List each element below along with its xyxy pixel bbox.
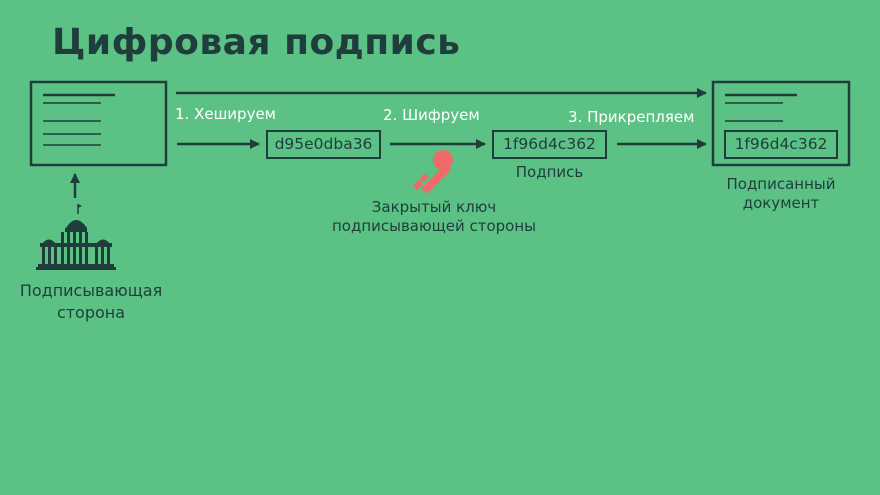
- signing-party-label: Подписывающая сторона: [19, 281, 163, 322]
- hash-value-box: d95e0dba36: [266, 130, 381, 159]
- attached-signature-box: 1f96d4c362: [724, 130, 838, 159]
- step-hash-label: 1. Хешируем: [175, 105, 277, 123]
- source-document-icon: [29, 80, 168, 167]
- private-key-label: Закрытый ключ подписывающей стороны: [331, 198, 537, 235]
- step-attach-label: 3. Прикрепляем: [568, 108, 695, 126]
- government-building-icon: [36, 204, 116, 270]
- signed-document-label: Подписанный документ: [726, 175, 836, 212]
- signature-value-box: 1f96d4c362: [492, 130, 607, 159]
- signature-label: Подпись: [515, 163, 584, 181]
- signed-document-icon: [711, 80, 851, 167]
- step-encrypt-label: 2. Шифруем: [383, 106, 480, 124]
- page-title: Цифровая подпись: [52, 22, 461, 63]
- key-icon: [413, 150, 453, 194]
